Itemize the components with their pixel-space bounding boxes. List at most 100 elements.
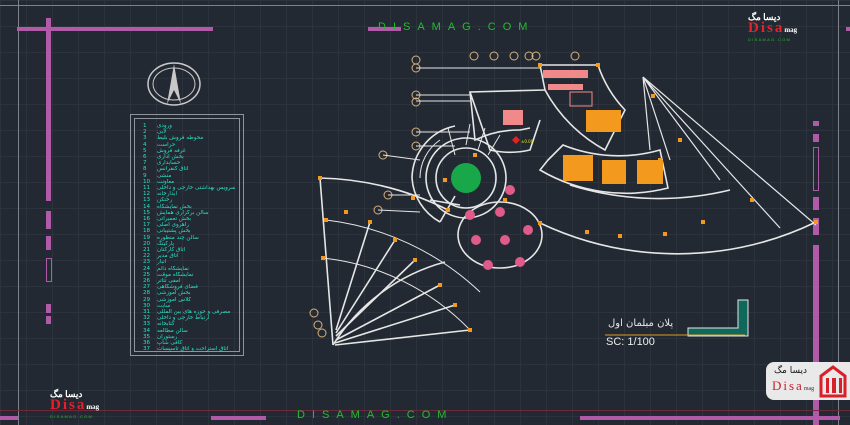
legend-label: معاونت — [157, 178, 175, 185]
central-planter — [451, 163, 481, 193]
legend-label: فضای فروشگاهی — [157, 284, 198, 291]
round-table — [505, 185, 515, 195]
legend-number: 4 — [143, 141, 147, 148]
label-bubble — [309, 308, 319, 318]
grid-node — [318, 176, 322, 180]
legend-label: سالن چند منظوره — [157, 234, 199, 241]
grid-node — [651, 94, 655, 98]
grid-node — [344, 210, 348, 214]
legend-number: 18 — [143, 228, 151, 235]
legend-number: 7 — [143, 160, 147, 167]
legend-label: سایت — [157, 302, 171, 309]
legend-label: سالن برگزاری همایش — [157, 209, 209, 216]
frame-line-left — [18, 0, 19, 425]
legend-label: مصرفی و حوزه های بین المللی — [157, 309, 231, 315]
grid-node — [438, 283, 442, 287]
border-left-dash — [46, 304, 51, 313]
border-left-dash — [46, 258, 52, 282]
legend-number: 20 — [143, 240, 151, 247]
grid-node — [663, 232, 667, 236]
label-bubble — [531, 51, 541, 61]
north-arrow-icon — [147, 62, 201, 106]
legend-label: بخش پشتیبانی — [157, 228, 191, 235]
border-left-dash — [46, 316, 51, 324]
legend-number: 6 — [143, 154, 147, 160]
grid-node — [368, 220, 372, 224]
legend-number: 8 — [143, 166, 147, 173]
border-right-dash — [813, 147, 819, 191]
disamag-logo-top: دیسا مگ Disamag DISAMAG.COM — [748, 12, 798, 43]
label-bubble — [509, 51, 519, 61]
grid-node — [393, 238, 397, 242]
legend-label: آبدارخانه — [157, 191, 178, 198]
border-right-dash — [813, 197, 819, 210]
legend-number: 28 — [143, 290, 151, 297]
legend-label: نمایشگاه دائم — [157, 265, 189, 272]
drawing-title: پلان مبلمان اول — [608, 318, 674, 329]
legend-item: 18 بخش پشتیبانی — [143, 228, 235, 234]
legend-number: 26 — [143, 278, 151, 284]
legend-label: بخش نمایشگاه — [157, 203, 192, 210]
grid-node — [596, 63, 600, 67]
label-bubble — [411, 55, 421, 65]
legend-label: ارتباط خارجی و داخلی — [157, 315, 210, 322]
border-left-dash — [46, 211, 51, 229]
legend-label: رستوران — [157, 333, 178, 340]
legend-number: 1 — [143, 123, 147, 129]
legend-label: پارکینگ — [157, 240, 175, 247]
legend-label: حراست — [157, 141, 176, 148]
legend-label: کتابخانه — [157, 321, 175, 328]
label-bubble — [570, 51, 580, 61]
legend-number: 31 — [143, 309, 151, 315]
grid-node — [701, 220, 705, 224]
legend-label: اتاق کنفرانس — [157, 166, 189, 173]
legend-number: 24 — [143, 265, 151, 272]
legend-item: 20 پارکینگ — [143, 241, 235, 247]
border-bottom-left — [0, 416, 18, 420]
legend-item: 33 کتابخانه — [143, 321, 235, 327]
legend-item: 31 مصرفی و حوزه های بین المللی — [143, 309, 235, 315]
legend-label: ورودی — [157, 123, 172, 129]
legend-number: 37 — [143, 346, 151, 353]
legend-number: 33 — [143, 321, 151, 328]
grid-node — [503, 198, 507, 202]
legend-label: اتاق مدیر — [157, 253, 179, 260]
grid-node — [658, 158, 662, 162]
grid-node — [411, 196, 415, 200]
legend-number: 21 — [143, 247, 151, 253]
legend-number: 9 — [143, 172, 147, 179]
legend-item: 1 ورودی — [143, 123, 235, 129]
grid-node — [473, 153, 477, 157]
disamag-logo-bottom: دیسا مگ Disamag DISAMAG.COM — [50, 389, 100, 420]
legend-label: سرویس بهداشتی خارجی و داخلی — [157, 185, 235, 191]
grid-node — [585, 230, 589, 234]
border-right-dash — [813, 121, 819, 126]
legend-label: بخش تعمیراتی — [157, 216, 192, 222]
desks — [563, 110, 663, 184]
border-left-dash — [46, 236, 51, 250]
legend-number: 22 — [143, 253, 151, 260]
site-url-top: DISAMAG.COM — [378, 21, 535, 33]
grid-node — [538, 63, 542, 67]
grid-node — [618, 234, 622, 238]
legend-number: 12 — [143, 191, 151, 198]
legend-item: 12 آبدارخانه — [143, 191, 235, 197]
legend-item: 24 نمایشگاه دائم — [143, 266, 235, 272]
furniture — [503, 70, 593, 125]
grid-node — [814, 220, 818, 224]
